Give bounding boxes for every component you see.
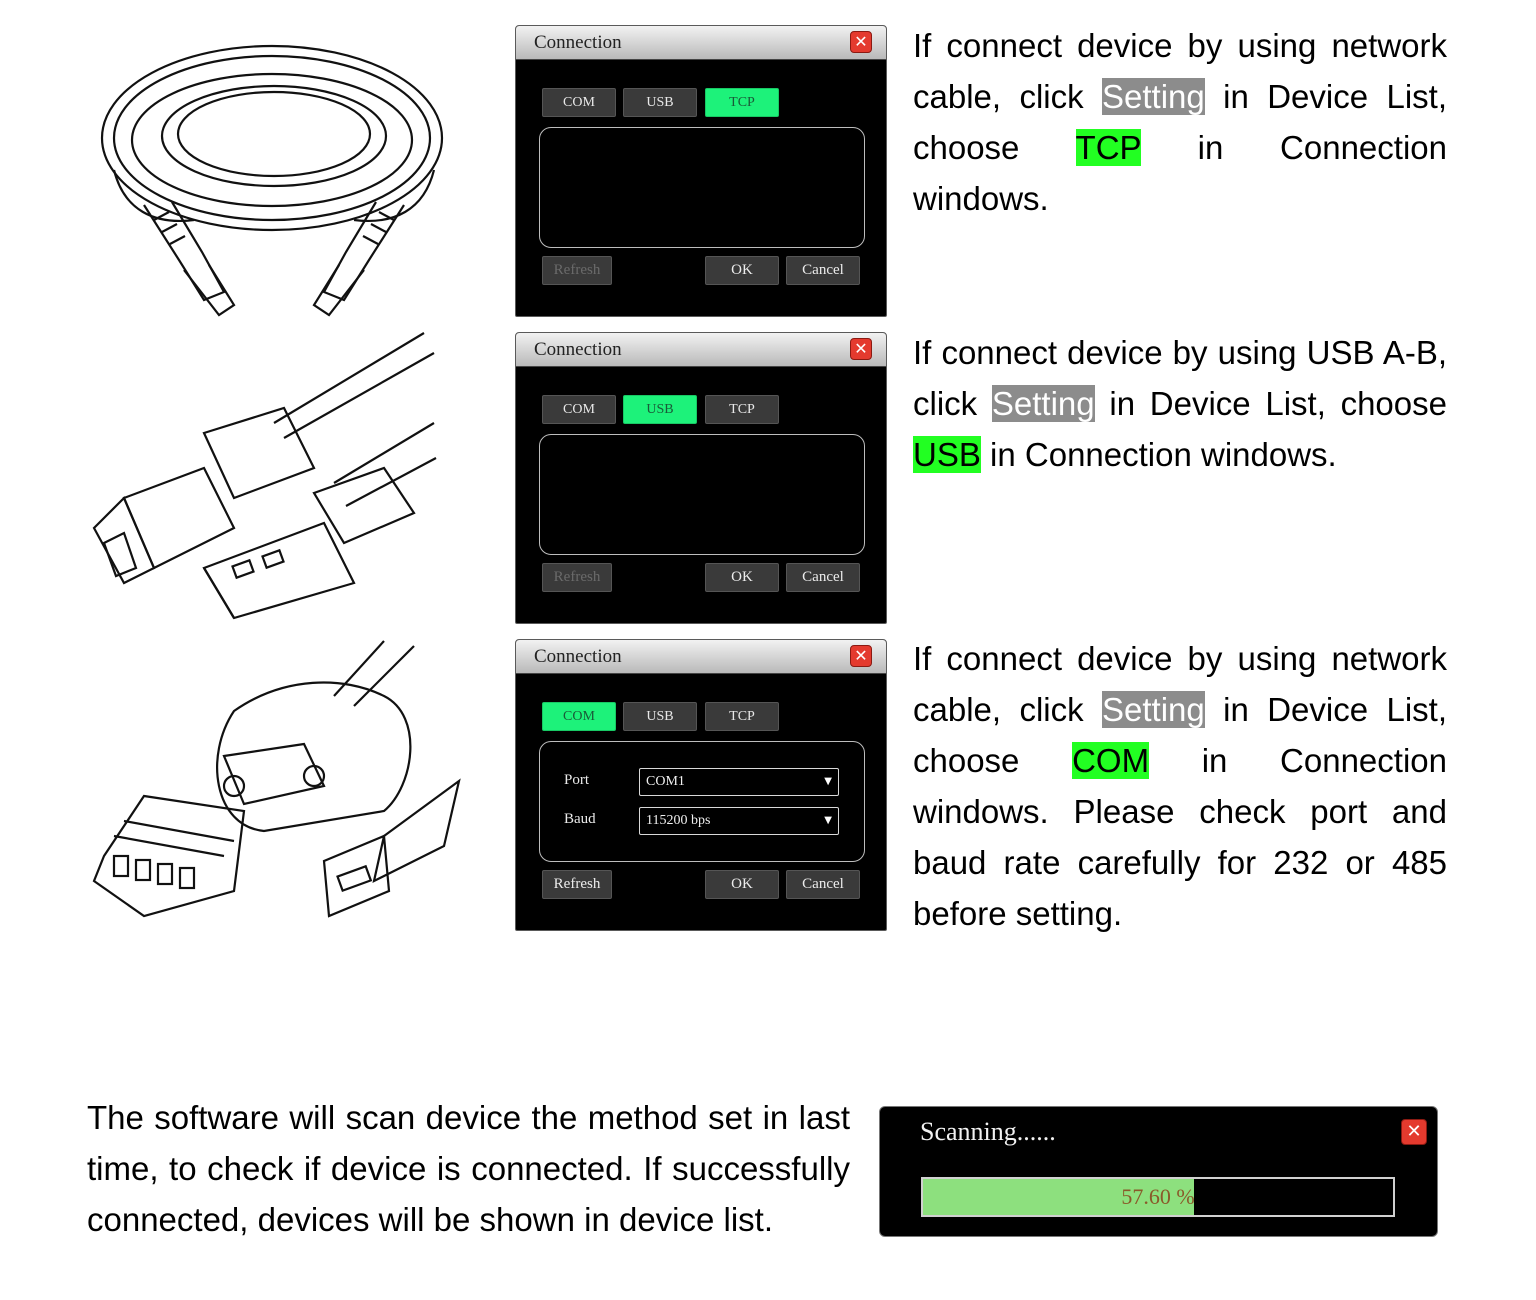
baud-label: Baud bbox=[564, 811, 596, 827]
baud-select[interactable]: 115200 bps ▼ bbox=[639, 807, 839, 835]
dropdown-arrow-icon: ▼ bbox=[824, 776, 832, 787]
close-icon[interactable]: ✕ bbox=[1401, 1119, 1427, 1145]
instruction-usb: If connect device by using USB A-B, clic… bbox=[913, 327, 1447, 480]
text-run: in Device List, choose bbox=[913, 78, 1447, 166]
text-run: in Device List, choose bbox=[913, 691, 1447, 779]
scan-progress-bar: 57.60 % bbox=[921, 1177, 1395, 1217]
connection-dialog-usb: Connection ✕ COM USB TCP Refresh OK Canc… bbox=[515, 332, 887, 624]
com-settings-panel: Port COM1 ▼ Baud 115200 bps ▼ bbox=[539, 741, 865, 862]
tab-tcp[interactable]: TCP bbox=[705, 395, 779, 424]
connection-dialog-com: Connection ✕ COM USB TCP Port COM1 ▼ Bau… bbox=[515, 639, 887, 931]
tab-usb[interactable]: USB bbox=[623, 88, 697, 117]
refresh-button[interactable]: Refresh bbox=[542, 256, 612, 285]
usb-ab-cable-icon bbox=[84, 328, 464, 628]
ok-button[interactable]: OK bbox=[705, 256, 779, 285]
close-icon[interactable]: ✕ bbox=[850, 645, 872, 667]
ok-button[interactable]: OK bbox=[705, 870, 779, 899]
dialog-title-bar: Connection ✕ bbox=[516, 26, 886, 60]
close-icon[interactable]: ✕ bbox=[850, 31, 872, 53]
progress-fill bbox=[923, 1179, 1194, 1215]
scanning-dialog: Scanning...... ✕ 57.60 % bbox=[879, 1106, 1438, 1237]
text-run: If connect device by using network cable… bbox=[913, 27, 1447, 115]
text-run: in Connection windows. Please check port… bbox=[913, 742, 1447, 932]
tab-com[interactable]: COM bbox=[542, 702, 616, 731]
cancel-button[interactable]: Cancel bbox=[786, 870, 860, 899]
dialog-title: Connection bbox=[534, 339, 622, 360]
baud-value: 115200 bps bbox=[646, 813, 711, 828]
progress-label: 57.60 % bbox=[1121, 1184, 1195, 1209]
cancel-button[interactable]: Cancel bbox=[786, 563, 860, 592]
method-highlight: TCP bbox=[1075, 129, 1141, 166]
setting-highlight: Setting bbox=[991, 385, 1095, 422]
port-value: COM1 bbox=[646, 774, 685, 789]
method-highlight: USB bbox=[913, 436, 981, 473]
text-run: in Device List, choose bbox=[1094, 385, 1447, 422]
tab-usb[interactable]: USB bbox=[623, 395, 697, 424]
ok-button[interactable]: OK bbox=[705, 563, 779, 592]
text-run: in Connection windows. bbox=[980, 436, 1337, 473]
method-highlight: COM bbox=[1072, 742, 1150, 779]
device-list-panel bbox=[539, 434, 865, 555]
dropdown-arrow-icon: ▼ bbox=[824, 815, 832, 826]
cancel-button[interactable]: Cancel bbox=[786, 256, 860, 285]
dialog-title-bar: Connection ✕ bbox=[516, 640, 886, 674]
port-label: Port bbox=[564, 772, 590, 788]
scan-description: The software will scan device the method… bbox=[87, 1099, 850, 1238]
close-icon[interactable]: ✕ bbox=[850, 338, 872, 360]
network-cable-icon bbox=[84, 20, 464, 320]
port-select[interactable]: COM1 ▼ bbox=[639, 768, 839, 796]
tab-tcp[interactable]: TCP bbox=[705, 88, 779, 117]
instruction-com: If connect device by using network cable… bbox=[913, 633, 1447, 939]
tab-tcp[interactable]: TCP bbox=[705, 702, 779, 731]
setting-highlight: Setting bbox=[1102, 78, 1205, 115]
instruction-tcp: If connect device by using network cable… bbox=[913, 20, 1447, 224]
tab-usb[interactable]: USB bbox=[623, 702, 697, 731]
device-list-panel bbox=[539, 127, 865, 248]
tab-com[interactable]: COM bbox=[542, 395, 616, 424]
serial-adapter-icon bbox=[84, 636, 464, 936]
setting-highlight: Setting bbox=[1102, 691, 1205, 728]
dialog-title: Connection bbox=[534, 646, 622, 667]
refresh-button[interactable]: Refresh bbox=[542, 563, 612, 592]
dialog-title-bar: Connection ✕ bbox=[516, 333, 886, 367]
connection-dialog-tcp: Connection ✕ COM USB TCP Refresh OK Canc… bbox=[515, 25, 887, 317]
scan-title: Scanning...... bbox=[920, 1117, 1056, 1146]
text-run: in Connection windows. bbox=[913, 129, 1447, 217]
dialog-title: Connection bbox=[534, 32, 622, 53]
refresh-button[interactable]: Refresh bbox=[542, 870, 612, 899]
text-run: If connect device by using network cable… bbox=[913, 640, 1447, 728]
text-run: If connect device by using USB A-B, clic… bbox=[913, 334, 1447, 422]
tab-com[interactable]: COM bbox=[542, 88, 616, 117]
